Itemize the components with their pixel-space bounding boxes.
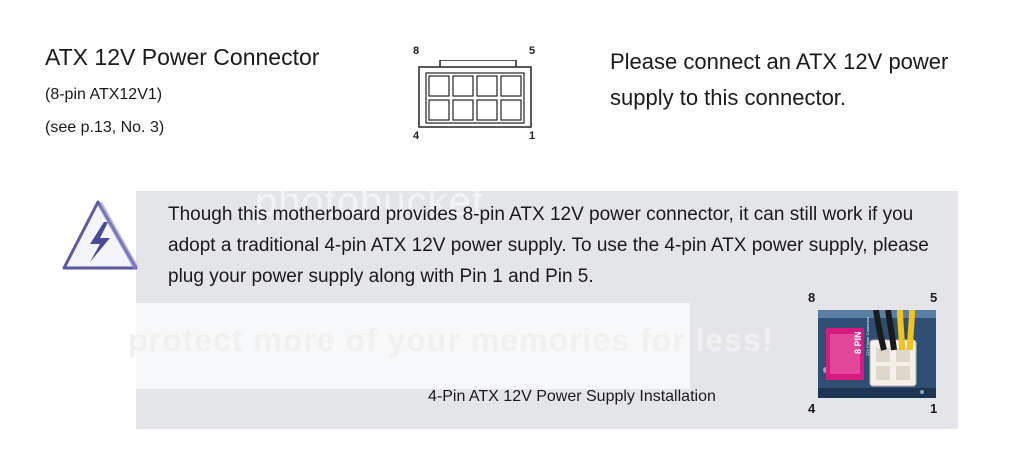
connector-diagram bbox=[418, 60, 532, 128]
photo-pin-8: 8 bbox=[808, 290, 816, 305]
connector-photo: 8 PIN 12V Power Connector bbox=[818, 310, 936, 398]
diagram-pin-4: 4 bbox=[413, 130, 420, 142]
photo-pin-1: 1 bbox=[930, 401, 938, 416]
photo-pin-5: 5 bbox=[930, 290, 938, 305]
connector-model: (8-pin ATX12V1) bbox=[45, 86, 163, 103]
photo-pin-4: 4 bbox=[808, 401, 816, 416]
installation-caption: 4-Pin ATX 12V Power Supply Installation bbox=[428, 388, 716, 405]
diagram-pin-8: 8 bbox=[413, 45, 420, 57]
note-text: Though this motherboard provides 8-pin A… bbox=[168, 204, 929, 287]
diagram-pin-5: 5 bbox=[529, 45, 536, 57]
sticker-label: 8 PIN bbox=[853, 331, 863, 354]
connector-description: Please connect an ATX 12V power supply t… bbox=[610, 49, 949, 110]
section-title: ATX 12V Power Connector bbox=[45, 44, 320, 70]
sticker-subtitle: 12V Power Connector bbox=[865, 316, 870, 356]
warning-lightning-icon bbox=[62, 200, 138, 270]
watermark-band bbox=[136, 303, 690, 389]
diagram-pin-1: 1 bbox=[529, 130, 536, 142]
page-reference: (see p.13, No. 3) bbox=[45, 119, 165, 136]
